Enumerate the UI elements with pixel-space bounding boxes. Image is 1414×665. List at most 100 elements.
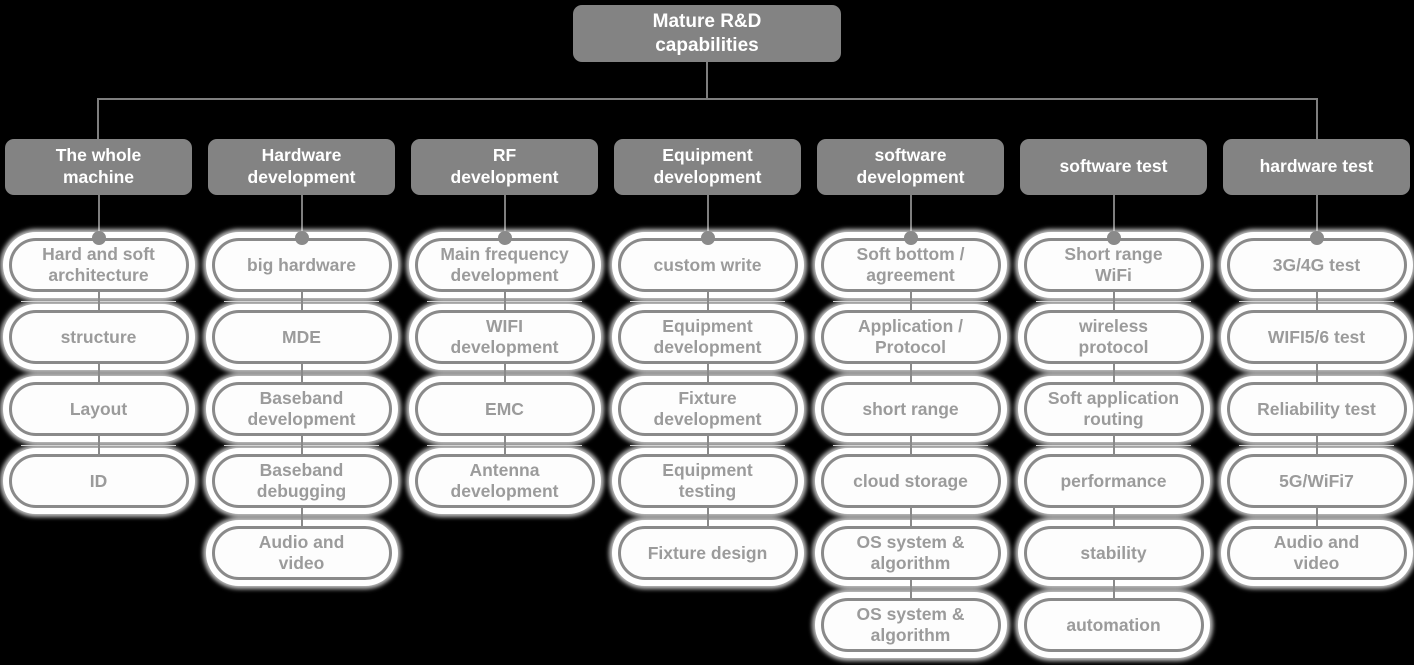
branch-dot — [91, 231, 106, 245]
branch-header: Equipment development — [614, 139, 801, 195]
leaf-node: custom write — [617, 238, 798, 292]
connector-gap — [97, 292, 100, 310]
leaf-node: Equipment testing — [617, 454, 798, 508]
connector-gap — [1315, 436, 1318, 454]
leaf-node: Soft application routing — [1023, 382, 1204, 436]
leaf-node: Soft bottom / agreement — [820, 238, 1001, 292]
connector-trunk — [706, 62, 708, 99]
leaf-node: WIFI5/6 test — [1226, 310, 1407, 364]
connector-gap — [1315, 508, 1318, 526]
leaf-node: EMC — [414, 382, 595, 436]
leaf-node: wireless protocol — [1023, 310, 1204, 364]
connector-gap — [1112, 436, 1115, 454]
connector-stem — [706, 195, 709, 238]
leaf-node: performance — [1023, 454, 1204, 508]
connector-gap — [909, 364, 912, 382]
connector-gap — [300, 364, 303, 382]
connector-gap — [1315, 292, 1318, 310]
leaf-node: Audio and video — [1226, 526, 1407, 580]
connector-stem — [300, 195, 303, 238]
leaf-node: Fixture design — [617, 526, 798, 580]
leaf-node: automation — [1023, 598, 1204, 652]
connector-stem — [503, 195, 506, 238]
connector-gap — [1112, 364, 1115, 382]
root-node-label: Mature R&D capabilities — [652, 11, 762, 56]
leaf-node: Fixture development — [617, 382, 798, 436]
root-node: Mature R&D capabilities — [573, 5, 841, 62]
leaf-node: Short range WiFi — [1023, 238, 1204, 292]
leaf-node: 5G/WiFi7 — [1226, 454, 1407, 508]
connector-gap — [300, 436, 303, 454]
connector-stem — [1112, 195, 1115, 238]
leaf-node: Reliability test — [1226, 382, 1407, 436]
connector-gap — [300, 508, 303, 526]
leaf-node: Audio and video — [211, 526, 392, 580]
leaf-node: MDE — [211, 310, 392, 364]
connector-gap — [706, 436, 709, 454]
leaf-node: stability — [1023, 526, 1204, 580]
connector-gap — [97, 364, 100, 382]
branch-dot — [700, 231, 715, 245]
leaf-node: cloud storage — [820, 454, 1001, 508]
connector-gap — [909, 580, 912, 598]
connector-stem — [97, 195, 100, 238]
connector-bar — [97, 98, 1318, 100]
connector-gap — [503, 436, 506, 454]
leaf-node: structure — [8, 310, 189, 364]
branch-header: Hardware development — [208, 139, 395, 195]
connector-gap — [1112, 292, 1115, 310]
connector-stem — [909, 195, 912, 238]
connector-gap — [1112, 580, 1115, 598]
connector-gap — [97, 436, 100, 454]
branch-header: software development — [817, 139, 1004, 195]
leaf-node: big hardware — [211, 238, 392, 292]
leaf-node: Layout — [8, 382, 189, 436]
connector-gap — [706, 364, 709, 382]
connector-gap — [909, 436, 912, 454]
connector-gap — [503, 292, 506, 310]
leaf-node: 3G/4G test — [1226, 238, 1407, 292]
branch-dot — [1309, 231, 1324, 245]
leaf-node: ID — [8, 454, 189, 508]
connector-gap — [909, 508, 912, 526]
branch-header: The whole machine — [5, 139, 192, 195]
connector-gap — [706, 292, 709, 310]
connector-gap — [503, 364, 506, 382]
leaf-node: Antenna development — [414, 454, 595, 508]
branch-dot — [497, 231, 512, 245]
connector-gap — [706, 508, 709, 526]
leaf-node: Baseband debugging — [211, 454, 392, 508]
leaf-node: OS system & algorithm — [820, 526, 1001, 580]
leaf-node: OS system & algorithm — [820, 598, 1001, 652]
branch-header: hardware test — [1223, 139, 1410, 195]
connector-gap — [909, 292, 912, 310]
connector-gap — [300, 292, 303, 310]
connector-drop-right — [1316, 99, 1318, 140]
leaf-node: Application / Protocol — [820, 310, 1001, 364]
branch-header: RF development — [411, 139, 598, 195]
connector-gap — [1112, 508, 1115, 526]
leaf-node: Hard and soft architecture — [8, 238, 189, 292]
leaf-node: WIFI development — [414, 310, 595, 364]
leaf-node: Main frequency development — [414, 238, 595, 292]
leaf-node: short range — [820, 382, 1001, 436]
branch-dot — [1106, 231, 1121, 245]
connector-stem — [1315, 195, 1318, 238]
leaf-node: Baseband development — [211, 382, 392, 436]
branch-header: software test — [1020, 139, 1207, 195]
